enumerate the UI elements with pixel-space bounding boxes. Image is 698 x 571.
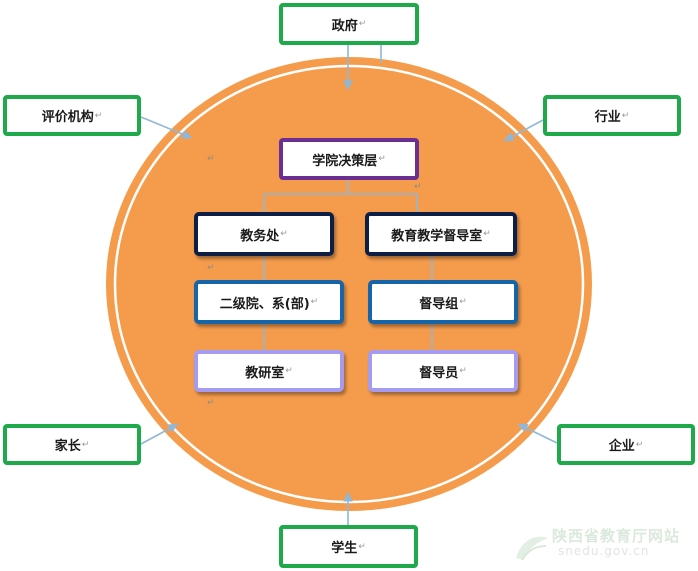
node-supervisor: 督导员↵	[368, 350, 518, 392]
return-mark: ↵	[358, 19, 367, 29]
stray-return-mark: ↵	[207, 154, 215, 164]
return-mark: ↵	[483, 229, 491, 239]
node-evaluation-label: 评价机构	[41, 110, 94, 125]
node-departments-label: 二级院、系(部)	[219, 296, 310, 312]
node-enterprise-label: 企业	[608, 439, 635, 454]
node-departments: 二级院、系(部)↵	[194, 280, 344, 324]
stray-return-mark: ↵	[414, 182, 422, 192]
node-academic-affairs: 教务处↵	[194, 212, 334, 256]
stray-return-mark: ↵	[207, 263, 215, 273]
node-supervision-office-label: 教育教学督导室	[391, 228, 483, 244]
node-evaluation: 评价机构↵	[3, 95, 141, 136]
return-mark: ↵	[621, 110, 630, 121]
return-mark: ↵	[285, 366, 293, 376]
watermark-url: snedu.gov.cn	[558, 544, 650, 559]
node-industry: 行业↵	[543, 95, 681, 136]
system-circle-ring	[113, 64, 585, 504]
node-students: 学生↵	[279, 525, 418, 568]
node-enterprise: 企业↵	[557, 424, 695, 465]
watermark-logo-icon	[516, 536, 548, 561]
node-government-label: 政府	[331, 18, 358, 34]
return-mark: ↵	[378, 154, 386, 164]
return-mark: ↵	[635, 439, 644, 450]
node-government: 政府↵	[279, 3, 419, 45]
return-mark: ↵	[94, 110, 103, 121]
node-supervision-group-label: 督导组	[419, 296, 459, 312]
node-industry-label: 行业	[594, 110, 621, 125]
node-parents: 家长↵	[3, 424, 141, 465]
watermark-name: 陕西省教育厅网站	[552, 527, 681, 545]
node-supervision-office: 教育教学督导室↵	[365, 212, 517, 256]
system-circle	[106, 57, 592, 511]
return-mark: ↵	[358, 541, 366, 552]
return-mark: ↵	[81, 439, 90, 450]
return-mark: ↵	[280, 229, 288, 239]
return-mark: ↵	[459, 297, 467, 307]
node-parents-label: 家长	[54, 439, 81, 454]
stray-return-mark: ↵	[207, 398, 215, 408]
node-decision-label: 学院决策层	[312, 153, 378, 169]
return-mark: ↵	[459, 366, 467, 376]
node-academic-affairs-label: 教务处	[240, 228, 280, 244]
node-supervision-group: 督导组↵	[368, 280, 518, 324]
arrow-parents	[140, 423, 179, 445]
node-decision: 学院决策层↵	[279, 138, 419, 180]
node-teaching-office-label: 教研室	[245, 365, 285, 381]
node-students-label: 学生	[331, 541, 358, 556]
arrow-industry	[503, 119, 544, 142]
node-supervisor-label: 督导员	[419, 365, 459, 381]
watermark: 陕西省教育厅网站 snedu.gov.cn	[552, 527, 681, 559]
return-mark: ↵	[310, 297, 319, 307]
arrow-evaluation	[140, 116, 193, 139]
arrow-enterprise	[517, 423, 558, 444]
node-teaching-office: 教研室↵	[194, 350, 344, 392]
